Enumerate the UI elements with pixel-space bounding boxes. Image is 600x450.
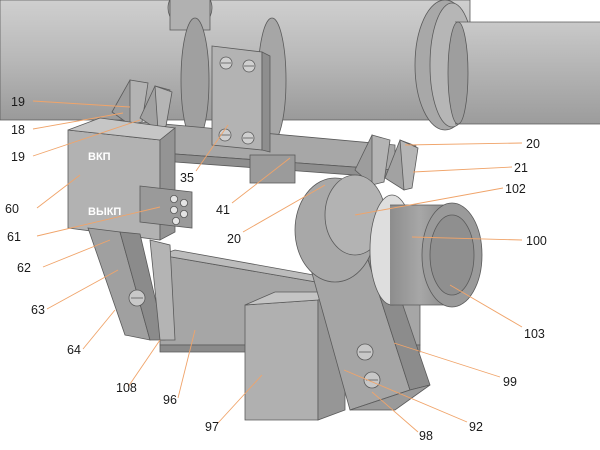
callout-64: 64 bbox=[67, 343, 81, 357]
callout-19-lower: 19 bbox=[11, 150, 25, 164]
output-rod bbox=[447, 21, 600, 125]
callout-103: 103 bbox=[524, 327, 545, 341]
callout-62: 62 bbox=[17, 261, 31, 275]
switch-label-bottom: ВЫКП bbox=[88, 206, 121, 218]
callout-100: 100 bbox=[526, 234, 547, 248]
callout-61: 61 bbox=[7, 230, 21, 244]
callout-19-upper: 19 bbox=[11, 95, 25, 109]
callout-96: 96 bbox=[163, 393, 177, 407]
screw-icon bbox=[356, 343, 374, 361]
right-v-blocks bbox=[354, 134, 419, 191]
screw-icon bbox=[219, 56, 233, 70]
callout-97: 97 bbox=[205, 420, 219, 434]
callout-92: 92 bbox=[469, 420, 483, 434]
callout-102: 102 bbox=[505, 182, 526, 196]
adjust-knob bbox=[369, 194, 483, 308]
callout-20-upper: 20 bbox=[526, 137, 540, 151]
callouts: 19 18 19 60 61 62 63 64 108 96 97 35 41 … bbox=[5, 95, 547, 443]
callout-41: 41 bbox=[216, 203, 230, 217]
connector-plug bbox=[139, 185, 193, 229]
callout-18: 18 bbox=[11, 123, 25, 137]
callout-63: 63 bbox=[31, 303, 45, 317]
callout-20-lower: 20 bbox=[227, 232, 241, 246]
screw-icon bbox=[241, 131, 255, 145]
switch-label-top: ВКП bbox=[88, 151, 111, 163]
callout-21: 21 bbox=[514, 161, 528, 175]
leader-lines bbox=[32, 100, 523, 433]
screw-icon bbox=[128, 289, 146, 307]
callout-35: 35 bbox=[180, 171, 194, 185]
screw-icon bbox=[242, 59, 256, 73]
mounting-plate bbox=[211, 45, 271, 153]
callout-60: 60 bbox=[5, 202, 19, 216]
left-leg bbox=[87, 227, 176, 341]
callout-98: 98 bbox=[419, 429, 433, 443]
callout-99: 99 bbox=[503, 375, 517, 389]
callout-108: 108 bbox=[116, 381, 137, 395]
screw-icon bbox=[363, 371, 381, 389]
